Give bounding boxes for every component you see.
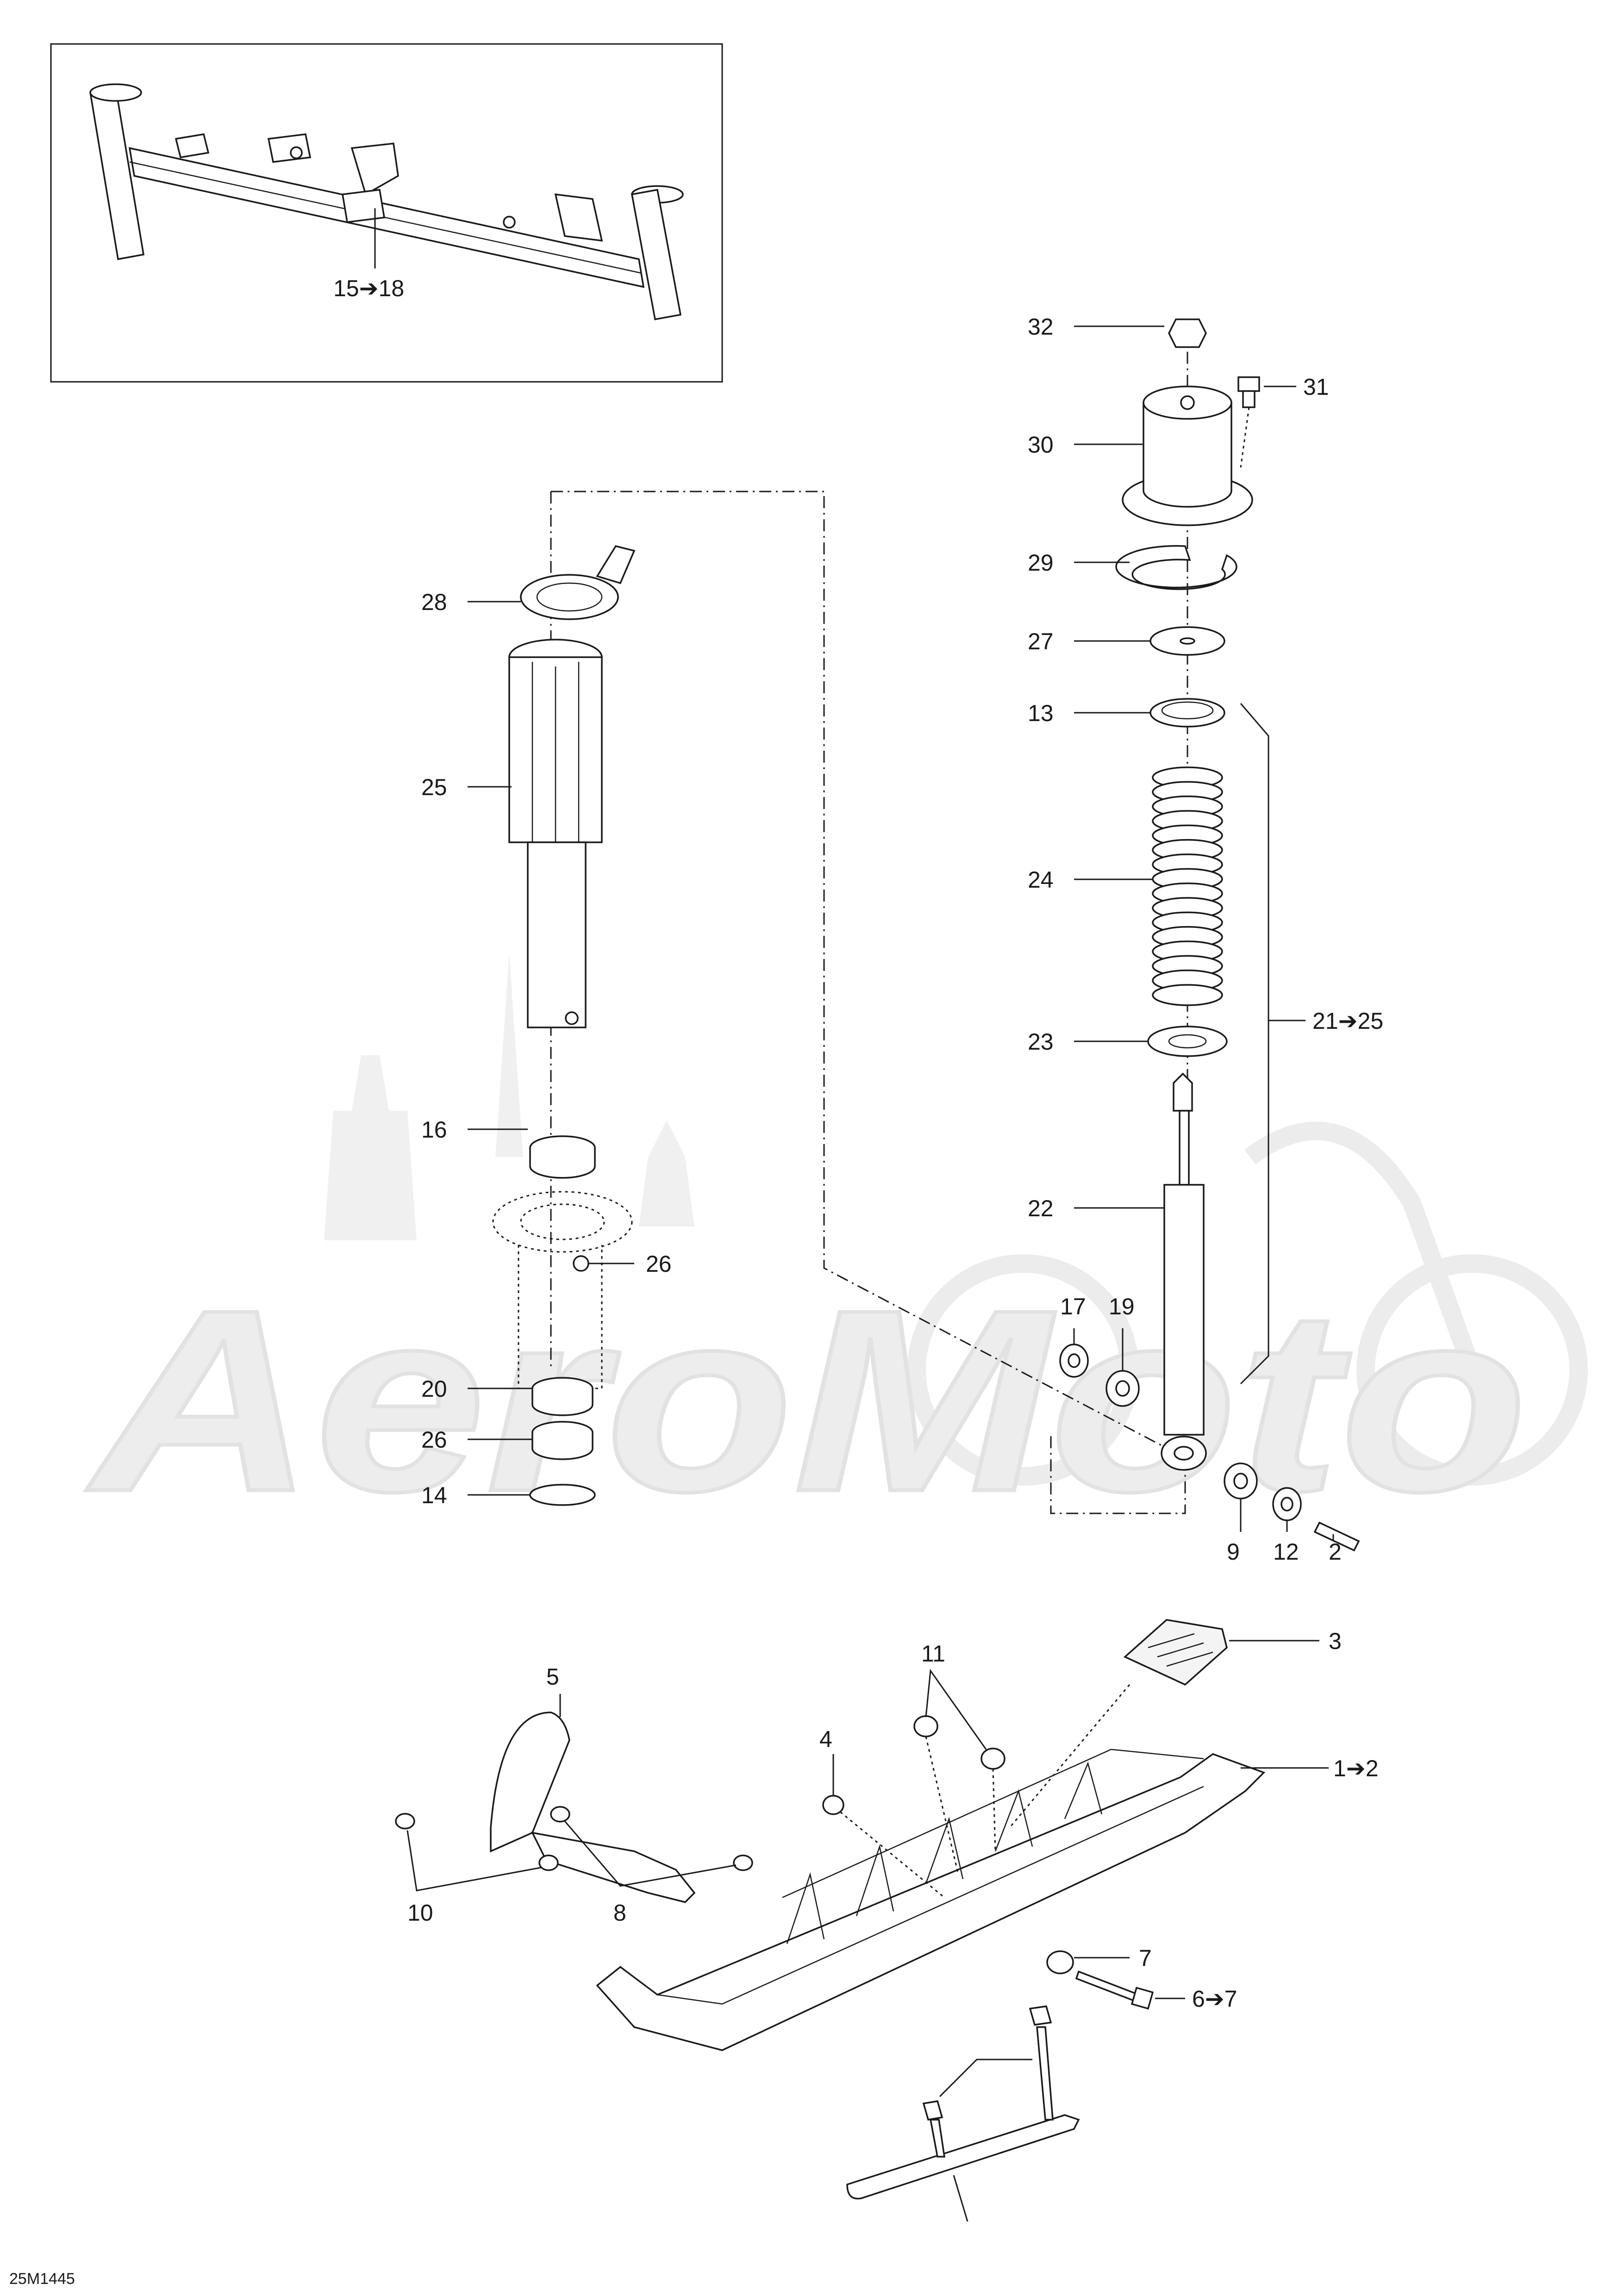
part-32-nut [1168, 318, 1207, 348]
part-29-retaining-clip [1115, 545, 1237, 590]
part-13-spindle [508, 639, 603, 1028]
part-7-nut-right [1029, 2005, 1052, 2026]
part-16-bushing [529, 1135, 596, 1179]
callout-15-18: 15➔18 [333, 275, 404, 301]
callout-18: 26 [646, 1251, 672, 1277]
part-10-washer [1046, 1950, 1074, 1974]
part-8-bolt [1075, 1970, 1154, 2010]
callout-11: 4 [819, 1726, 832, 1752]
part-22-shock-absorber [1161, 1072, 1207, 1471]
callout-29: 29 [1028, 550, 1054, 576]
callout-32: 32 [1028, 314, 1054, 340]
callout-3: 5 [546, 1664, 559, 1690]
part-2-bushings [913, 1715, 1006, 1770]
callout-16: 16 [421, 1117, 447, 1143]
watermark-motorcycle-frame-icon [1244, 1121, 1481, 1373]
part-31-screw [1237, 376, 1260, 408]
part-14-washer-left [1059, 1344, 1089, 1378]
callout-30: 30 [1028, 432, 1054, 458]
part-9-pin [1313, 1521, 1360, 1552]
callout-8: 6➔7 [1192, 1986, 1237, 2012]
part-17-bushing [531, 1377, 593, 1416]
callout-31: 31 [1303, 374, 1329, 400]
part-18-mounting-plate [492, 1191, 633, 1389]
part-25-spring-clip [1149, 698, 1225, 728]
callout-19: 26 [421, 1427, 447, 1453]
watermark-spire-icon [495, 953, 523, 1157]
watermark-wheel-rear-icon [1356, 1254, 1588, 1486]
part-28-steering-arm [520, 545, 636, 620]
callout-26-bottom: 9 [1227, 1539, 1240, 1565]
callout-14-top: 17 [1060, 1294, 1086, 1319]
part-11-bushing [822, 1795, 844, 1815]
callout-25: 13 [1028, 700, 1054, 726]
part-19-bushing [531, 1421, 593, 1460]
watermark: AeroMoto [81, 953, 1588, 1547]
part-30-top-mount [1122, 386, 1253, 526]
part-5-screw-right [733, 1854, 753, 1871]
callout-5: 8 [613, 1900, 626, 1926]
part-26-bushing-right [1224, 1462, 1258, 1500]
part-4-screw-right [538, 1854, 559, 1871]
callout-9: 2 [1329, 1539, 1342, 1565]
part-4-screw-left [395, 1813, 415, 1829]
spring-coil [1152, 984, 1223, 1006]
part-23-spring-seat [1147, 1026, 1228, 1057]
part-3-ski-handle [490, 1711, 696, 1903]
watermark-text: AeroMoto [83, 1256, 1528, 1545]
callout-17: 20 [421, 1376, 447, 1402]
part-5-screw-left [550, 1806, 570, 1823]
callout-10: 7 [1139, 1945, 1152, 1971]
part-6-ski-runner [846, 2026, 1080, 2200]
watermark-wheel-front-icon [907, 1254, 1139, 1486]
callout-24: 24 [1028, 867, 1054, 893]
callout-27: 27 [1028, 628, 1054, 654]
crossmember-drawing [89, 83, 684, 321]
part-7-nut-left [922, 2100, 943, 2121]
callout-14-bottom: 12 [1273, 1539, 1299, 1565]
part-27-washer [1149, 626, 1225, 656]
part-20-circlip [529, 1484, 596, 1506]
assembly-line-spindle [551, 491, 1186, 1514]
part-1-ski-body [596, 1748, 1266, 2051]
callout-2: 11 [921, 1641, 945, 1667]
part-26-bushing-left [1106, 1370, 1140, 1407]
callout-20: 14 [421, 1482, 447, 1508]
callout-21-25: 21➔25 [1312, 1008, 1383, 1034]
callout-28: 28 [421, 589, 447, 615]
callout-13: 25 [421, 774, 447, 800]
callout-1-2: 1➔2 [1333, 1755, 1379, 1781]
watermark-dome-icon [639, 1120, 694, 1226]
callout-12: 3 [1329, 1628, 1342, 1654]
part-12-ski-pad [1123, 1619, 1228, 1686]
callout-26-top: 19 [1109, 1294, 1135, 1319]
callout-22: 22 [1028, 1195, 1054, 1221]
watermark-tower-icon [324, 1055, 417, 1240]
callout-23: 23 [1028, 1029, 1054, 1055]
part-14-washer-right [1272, 1487, 1302, 1521]
callout-4: 10 [407, 1900, 433, 1926]
part-24-spring [1152, 766, 1223, 1006]
bracket-21-25 [1240, 703, 1269, 1385]
figure-reference: 25M1445 [9, 2270, 75, 2288]
